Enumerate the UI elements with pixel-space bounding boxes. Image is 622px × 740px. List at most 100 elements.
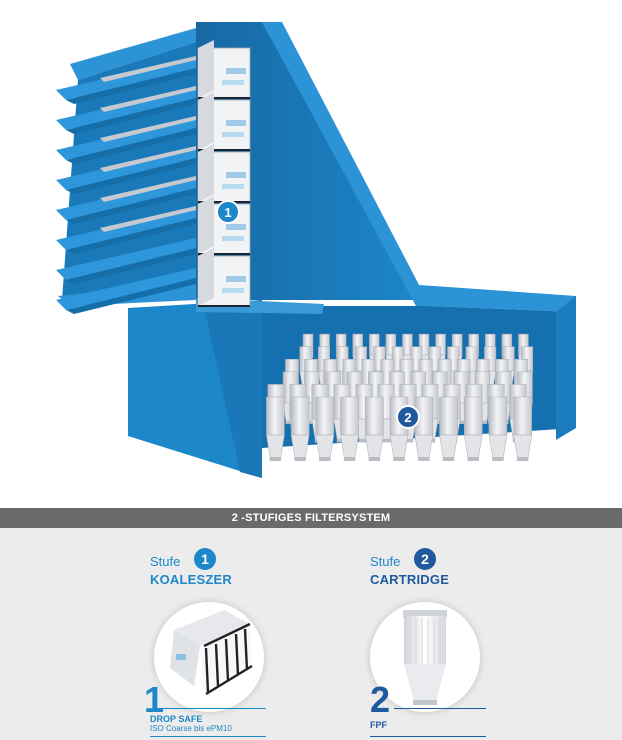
cartridge-base xyxy=(307,420,317,424)
cartridge-base xyxy=(368,457,381,461)
lower-chamber-top xyxy=(405,284,576,312)
stage-1: Stufe 1 KOALESZER 1 DROP SAFE ISO Coarse… xyxy=(144,548,390,738)
legend-panel: 2 -STUFIGES FILTERSYSTEM Stufe 1 KOALESZ… xyxy=(0,508,622,740)
stage-2-marker: 2 xyxy=(396,405,420,429)
cartridge-cone xyxy=(266,434,285,460)
louvre-filter-edge xyxy=(100,206,196,232)
stage-2-rule xyxy=(394,708,486,709)
cartridge-cone xyxy=(315,434,335,460)
bag-filter-side xyxy=(198,196,214,254)
cartridge-body xyxy=(513,396,532,436)
cartridge-body xyxy=(290,396,310,436)
cartridge-cone xyxy=(365,434,384,460)
cartridge-base xyxy=(418,457,430,461)
louvre-slat xyxy=(56,148,196,190)
cartridge-body xyxy=(488,396,508,436)
louvre-slat-shadow xyxy=(66,188,196,224)
stage-1-number-badge: 1 xyxy=(194,548,216,570)
louvre-slat-shadow xyxy=(66,98,196,134)
cartridge-base xyxy=(516,457,529,461)
louvre-slat-shadow xyxy=(66,158,196,194)
cartridge-body xyxy=(463,396,483,436)
bag-filter-label xyxy=(226,68,246,74)
cartridge-body xyxy=(266,396,285,436)
louvre-filter-edge xyxy=(100,116,196,142)
cartridge-cone xyxy=(439,434,458,460)
louvre-slat xyxy=(56,238,196,280)
louvre-slat-shadow xyxy=(66,248,196,284)
cartridge-body xyxy=(365,396,384,436)
cartridge-cone xyxy=(290,434,310,460)
louvre-slat xyxy=(56,268,196,310)
louvre-slat xyxy=(56,58,196,100)
cartridge-body xyxy=(340,396,359,436)
cartridge-base xyxy=(456,420,466,424)
cartridge-base xyxy=(269,457,282,461)
lower-chamber-end xyxy=(556,296,576,440)
bag-filter-side xyxy=(198,40,214,98)
stage-2: Stufe 2 CARTRIDGE 2 xyxy=(370,548,610,738)
cartridge-base xyxy=(319,457,331,461)
upper-housing-backwall xyxy=(196,22,420,300)
stage-1-name: KOALESZER xyxy=(150,572,232,587)
cartridge-cone xyxy=(463,434,483,460)
cartridge-base xyxy=(358,438,370,443)
svg-text:1: 1 xyxy=(224,205,231,220)
stage-2-name: CARTRIDGE xyxy=(370,572,450,587)
cartridge-base xyxy=(380,438,392,443)
cartridge-body xyxy=(315,396,335,436)
louvre-filter-edge xyxy=(100,56,196,82)
cartridge-filter-field xyxy=(266,333,534,461)
bag-filter-label xyxy=(222,80,244,85)
louvre-slat-shadow xyxy=(66,68,196,104)
bag-filter-image xyxy=(154,602,264,712)
stage-1-marker: 1 xyxy=(216,200,240,224)
louvre-slat xyxy=(56,178,196,220)
louvre-slat xyxy=(56,118,196,160)
louvre-slats xyxy=(56,56,196,314)
louvre-filter-edge xyxy=(100,176,196,202)
louvre-filter-edge xyxy=(100,146,196,172)
bag-filter-label xyxy=(226,120,246,126)
stage-1-big-number: 1 xyxy=(144,679,165,720)
bag-filter-label xyxy=(222,132,244,137)
cartridge-cone xyxy=(389,434,409,460)
bag-filter-label xyxy=(226,224,246,230)
louvre-slat xyxy=(56,208,196,250)
cartridge-cone xyxy=(513,434,532,460)
stage-1-product-name: DROP SAFE xyxy=(150,714,203,724)
cartridge-base xyxy=(343,457,356,461)
cartridge-cone xyxy=(340,434,359,460)
cartridge-cone xyxy=(414,434,434,460)
cartridge-filter-image xyxy=(370,602,480,712)
stage-2-rule-bottom xyxy=(370,736,486,737)
upper-housing-roof-panel xyxy=(262,22,430,306)
legend-title: 2 -STUFIGES FILTERSYSTEM xyxy=(0,508,622,528)
stage-2-big-number: 2 xyxy=(370,679,391,720)
louvre-slat-shadow xyxy=(66,278,196,314)
bag-filter-label xyxy=(226,172,246,178)
cartridge-base xyxy=(402,438,414,443)
cartridge-cone xyxy=(488,434,508,460)
vertical-duct-face xyxy=(204,300,262,478)
cartridge-base xyxy=(294,457,306,461)
bag-filter-label xyxy=(226,276,246,282)
cartridge-base xyxy=(467,457,479,461)
cartridge-body xyxy=(439,396,458,436)
bag-filter-icon xyxy=(170,610,253,696)
louvre-slat xyxy=(56,88,196,130)
coalescer-filter-stack xyxy=(197,40,251,307)
stage-1-product-desc: ISO Coarse bis ePM10 xyxy=(150,724,232,733)
cartridge-base xyxy=(393,457,405,461)
stage-1-label: Stufe xyxy=(150,554,181,569)
bag-filter-side xyxy=(198,248,214,306)
louvre-slat-shadow xyxy=(66,128,196,164)
stage-2-product-name: FPF xyxy=(370,720,387,730)
cartridge-filter-icon xyxy=(403,610,447,705)
bag-filter-side xyxy=(198,144,214,202)
stage-1-rule xyxy=(158,708,266,709)
cartridge-base xyxy=(492,457,504,461)
filter-system-diagram: 1 2 xyxy=(56,22,576,478)
stage-2-number-badge: 2 xyxy=(414,548,436,570)
svg-text:2: 2 xyxy=(404,410,411,425)
